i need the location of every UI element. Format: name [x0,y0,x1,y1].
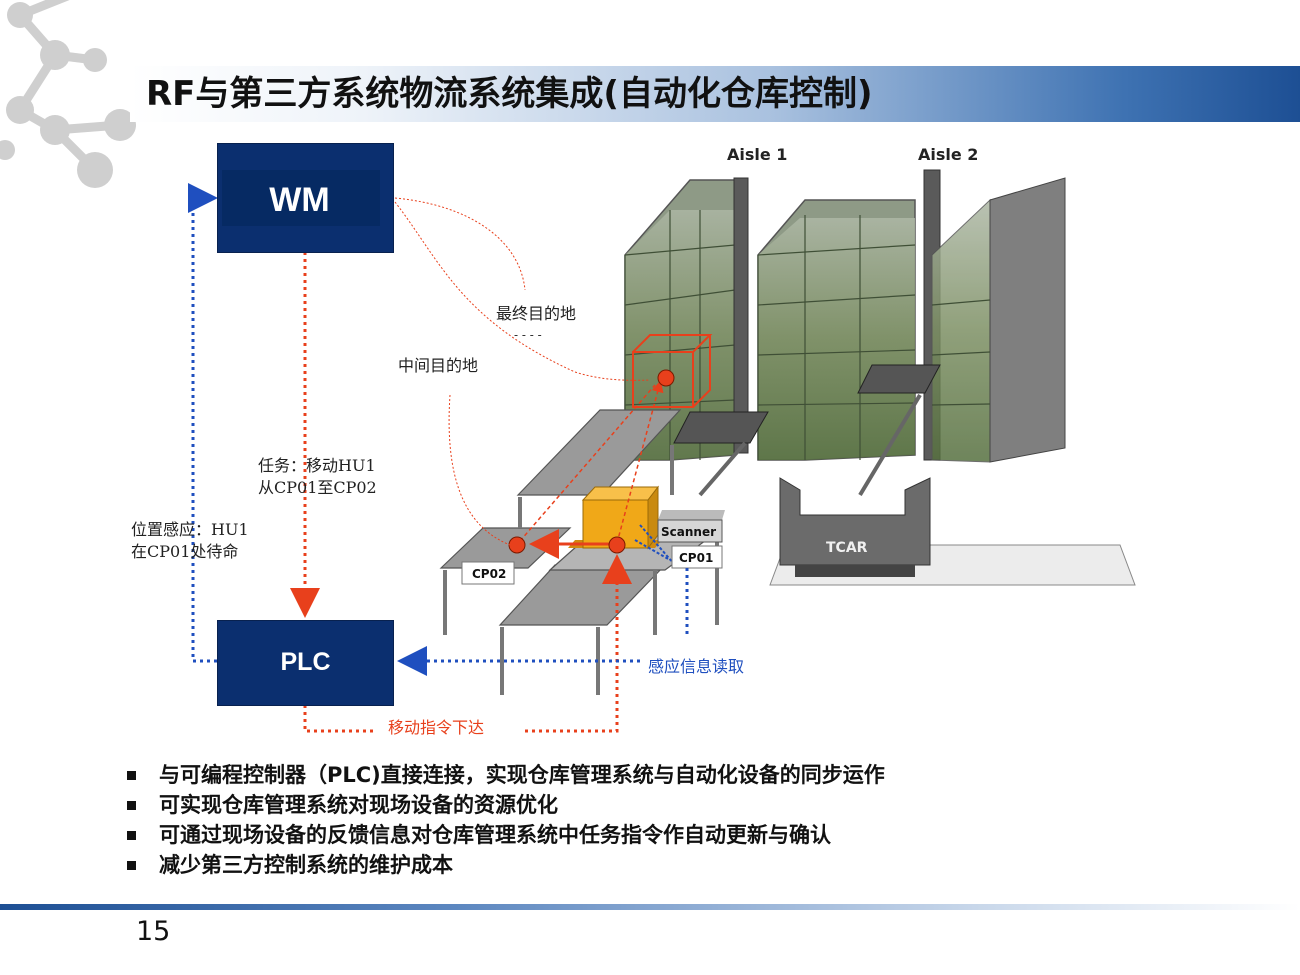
bullet-square-icon [127,771,136,780]
rack-aisle2 [923,169,1066,463]
aisle1-label: Aisle 1 [727,145,787,164]
crane-platform-1 [673,411,769,444]
position-label-line1: 位置感应：HU1 [131,520,249,539]
aisle2-label: Aisle 2 [918,145,978,164]
crane-platform-2 [857,364,941,394]
sensor-read-label: 感应信息读取 [648,657,745,676]
destination-point [657,369,675,387]
title-bar [130,66,1300,122]
bullet-square-icon [127,831,136,840]
tcar [779,477,931,577]
footer-line [0,904,1300,910]
final-destination-label: 最终目的地 [496,304,577,323]
scanner [634,510,725,566]
target-location-cube [632,334,713,408]
bullet-item: 与可编程控制器（PLC)直接连接，实现仓库管理系统与自动化设备的同步运作 [125,760,885,790]
wm-label: WM [269,181,330,219]
tcar-label: TCAR [826,540,868,556]
move-command-label: 移动指令下达 [388,718,485,737]
task-label-line2: 从CP01至CP02 [258,478,377,497]
bullet-item: 可通过现场设备的反馈信息对仓库管理系统中任务指令作自动更新与确认 [125,820,885,850]
molecule-logo [0,0,136,188]
wm-box: WM [217,143,394,253]
cp02-point [508,536,526,554]
plc-box: PLC [217,620,394,706]
bullet-list: 与可编程控制器（PLC)直接连接，实现仓库管理系统与自动化设备的同步运作 可实现… [125,760,885,880]
cp01-label: CP01 [679,551,713,565]
cp02-tag [461,561,515,585]
bullet-item: 减少第三方控制系统的维护成本 [125,850,885,880]
task-label-line1: 任务：移动HU1 [258,456,376,475]
bullet-item: 可实现仓库管理系统对现场设备的资源优化 [125,790,885,820]
bullet-square-icon [127,861,136,870]
intermediate-destination-label: 中间目的地 [398,356,479,375]
final-destination-sub: - - - - [514,328,542,342]
bullet-square-icon [127,801,136,810]
slide-title: RF与第三方系统物流系统集成(自动化仓库控制) [146,74,873,114]
cp02-label: CP02 [472,567,506,581]
cp01-tag [671,545,723,569]
cp01-point [608,536,626,554]
position-label-line2: 在CP01处待命 [131,542,239,561]
aisle1-crane-mast [733,177,749,454]
plc-label: PLC [280,648,331,676]
scanner-label: Scanner [661,525,716,539]
page-number: 15 [136,916,171,947]
rack-middle [757,199,916,461]
